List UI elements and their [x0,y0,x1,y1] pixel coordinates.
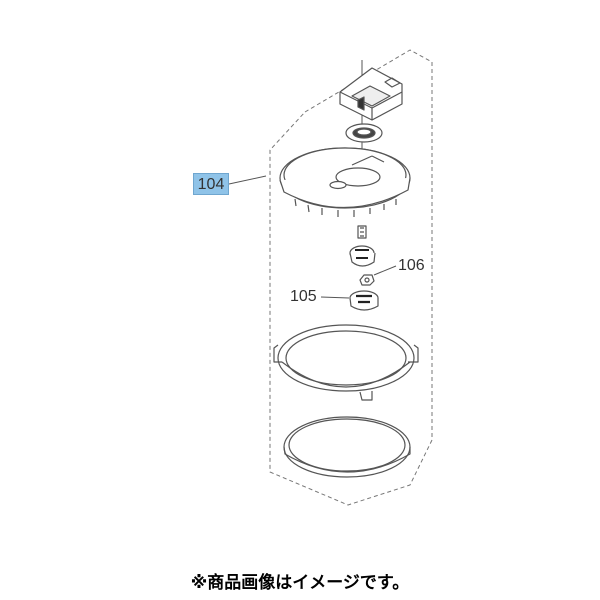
top-valve-cap [339,67,403,121]
leader-line-104 [228,175,267,185]
nut-106 [359,274,375,286]
assembly-boundary-dashed [269,49,433,506]
packing-ring [345,123,383,143]
callout-label-105: 105 [290,288,317,305]
valve-assembly [349,245,376,267]
gasket-ring [283,416,411,478]
gasket-holder-frame [273,324,419,401]
leader-line-106 [373,265,397,276]
inner-lid-plate [279,147,411,217]
callout-label-104: 104 [193,173,229,195]
weight-valve-105 [349,290,379,311]
image-disclaimer-note: ※商品画像はイメージです。 [190,573,410,592]
small-screw [357,225,367,239]
callout-label-106: 106 [398,257,425,274]
leader-line-105 [320,296,350,299]
